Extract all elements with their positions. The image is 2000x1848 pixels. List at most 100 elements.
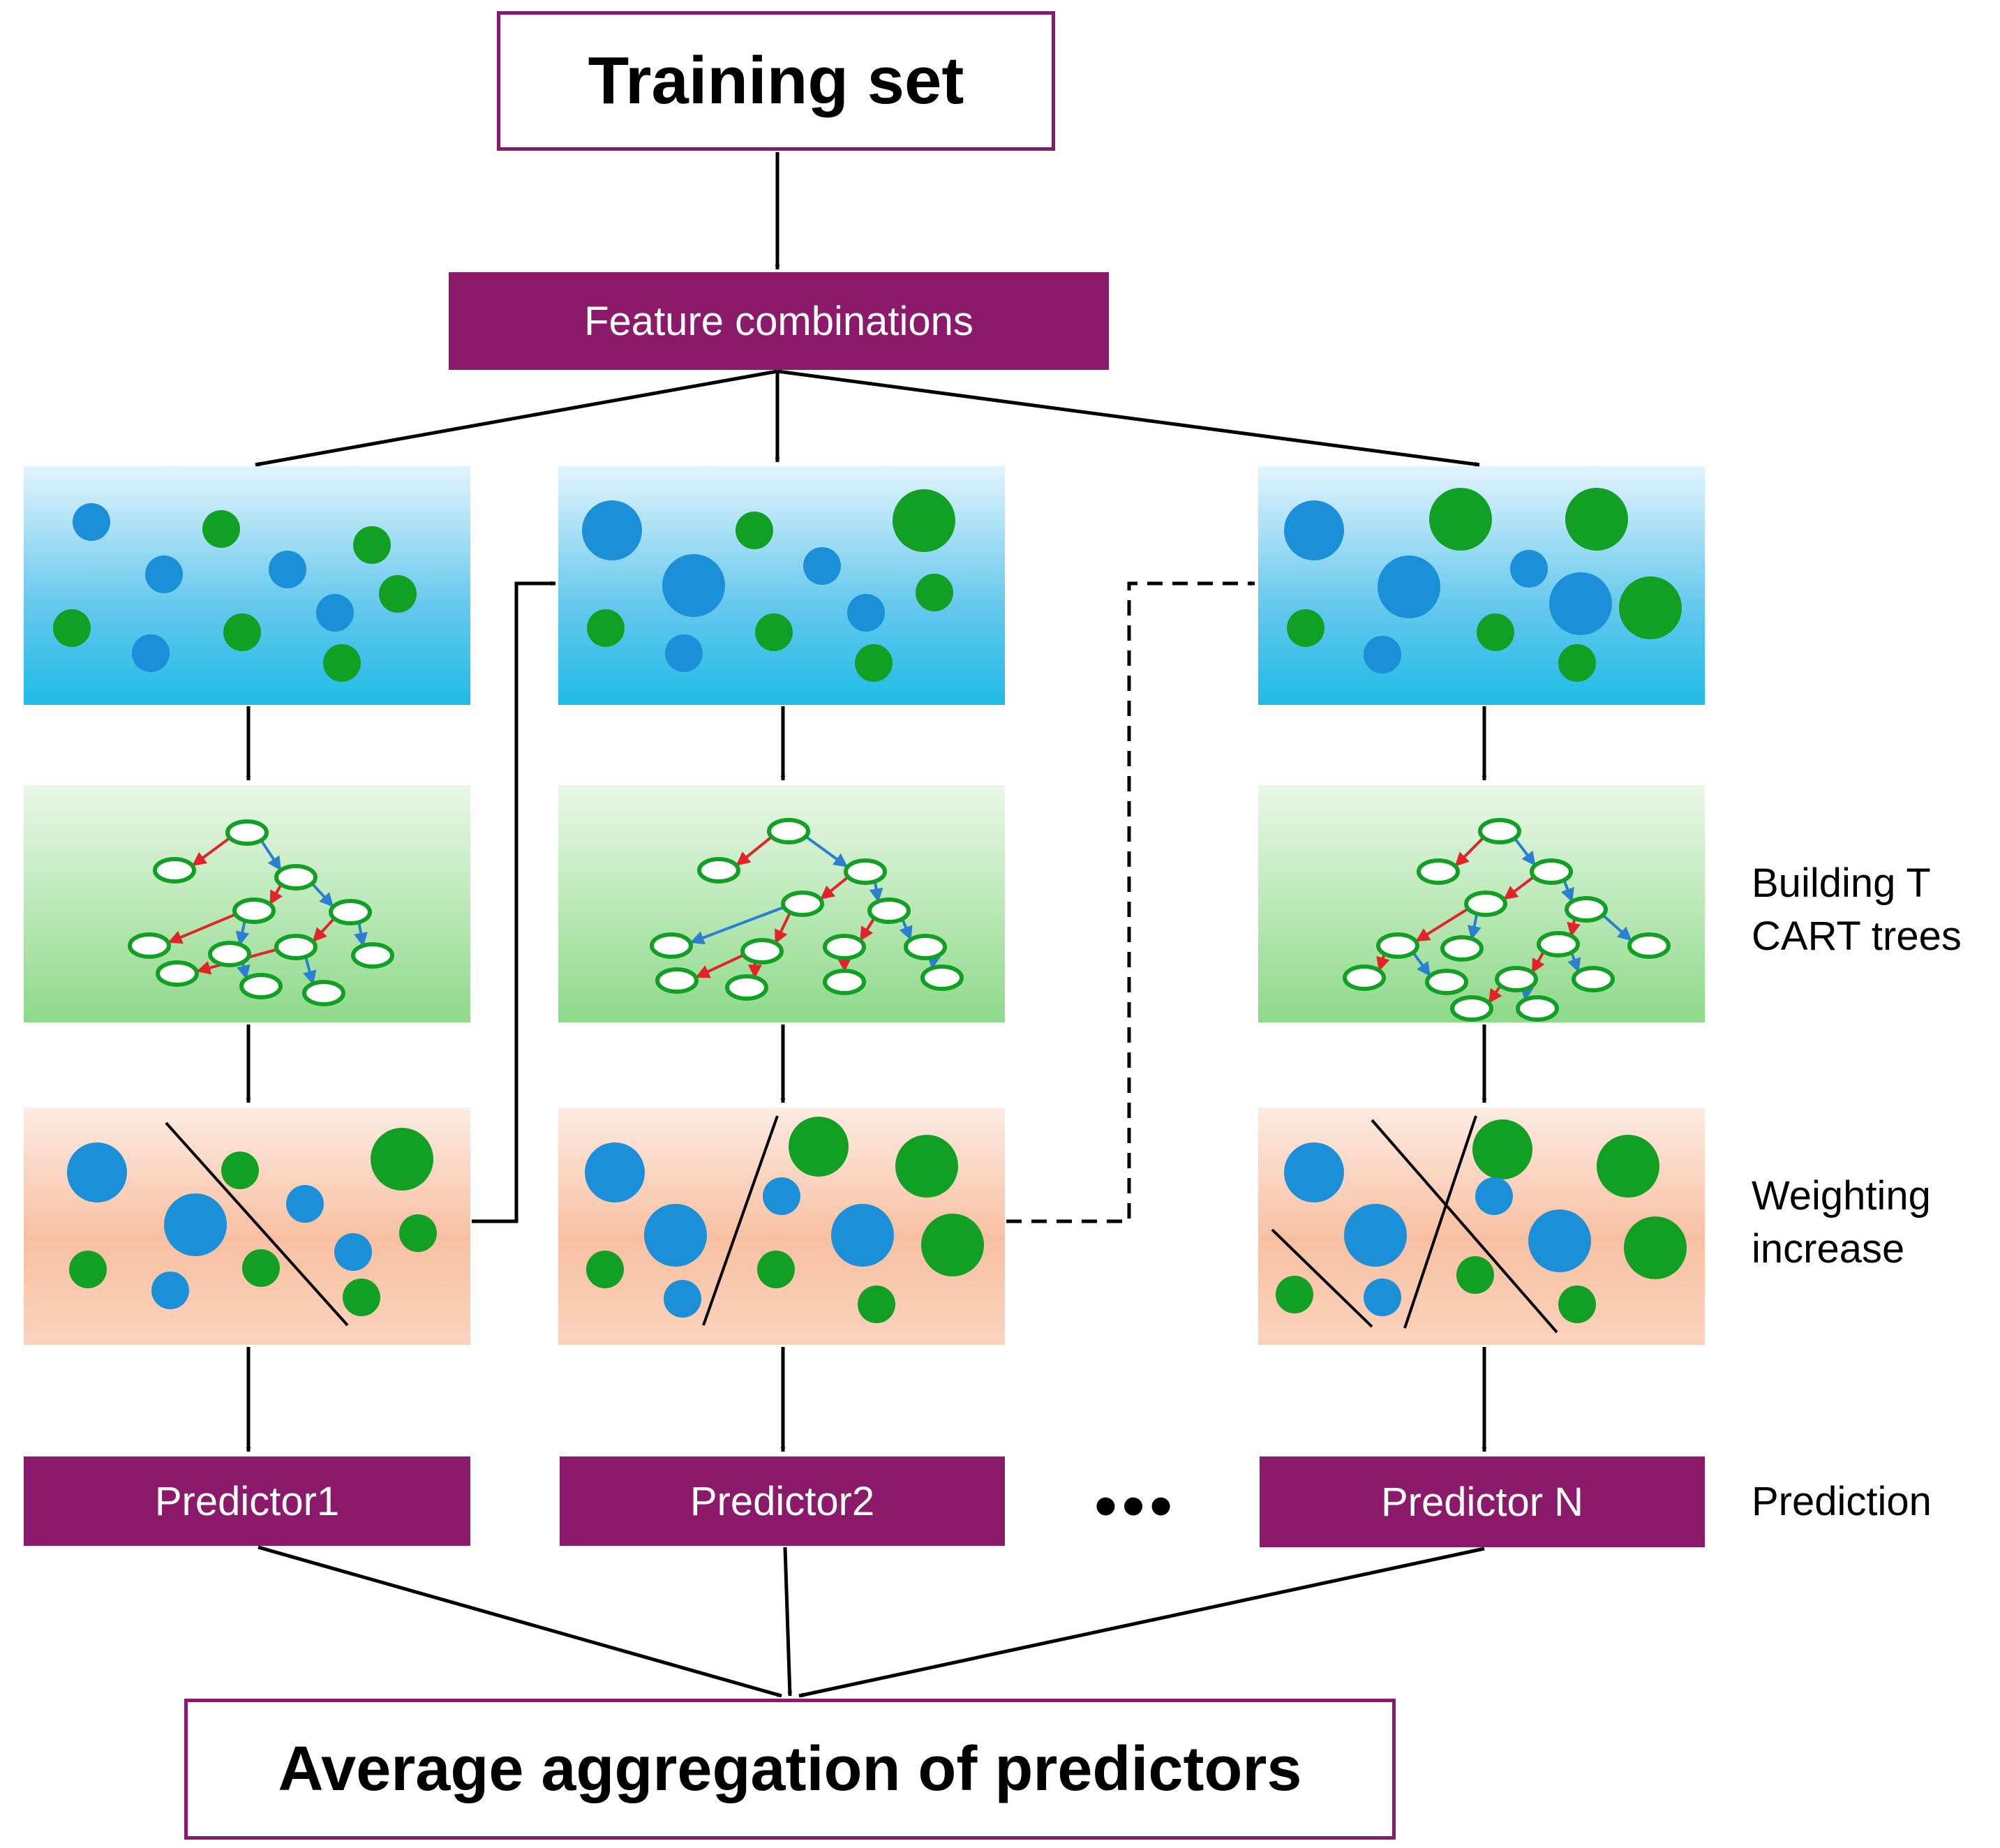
blue-sample-point (132, 634, 170, 672)
green-sample-point (858, 1286, 895, 1323)
green-sample-point (371, 1128, 433, 1191)
tree-node (655, 967, 699, 994)
tree-node (153, 857, 196, 884)
tree-node (1425, 969, 1468, 995)
green-sample-point (53, 609, 91, 647)
green-sample-point (916, 574, 953, 611)
tree-node (274, 934, 318, 960)
tree-edge (167, 912, 238, 944)
blue-sample-point (1364, 636, 1401, 673)
green-sample-point (1619, 576, 1682, 639)
blue-sample-point (334, 1233, 372, 1271)
decision-boundary (1371, 1119, 1558, 1334)
feature-combinations-box: Feature combinations (449, 272, 1109, 370)
feature-combinations-label: Feature combinations (584, 298, 973, 344)
blue-sample-point (151, 1272, 189, 1309)
tree-node (225, 819, 269, 846)
blue-sample-point (644, 1204, 707, 1267)
blue-sample-point (73, 503, 110, 541)
tree-node (1537, 931, 1580, 957)
arrow-features-to-col3 (777, 369, 1480, 467)
training-set-title: Training set (588, 43, 964, 118)
green-sample-point (755, 613, 793, 651)
blue-sample-point (831, 1204, 894, 1267)
predictor-2-label: Predictor2 (689, 1478, 875, 1524)
tree-edge (820, 874, 851, 900)
blue-sample-point (164, 1193, 227, 1256)
blue-sample-point (585, 1142, 645, 1202)
tree-edge (1567, 951, 1581, 973)
tree-node (697, 857, 740, 884)
green-sample-point (1477, 613, 1514, 651)
weighting-panel-1 (24, 1108, 470, 1345)
green-sample-point (399, 1214, 437, 1252)
blue-sample-point (269, 551, 306, 588)
predictor-n-label: Predictor N (1380, 1479, 1584, 1525)
tree-node (1376, 932, 1419, 959)
tree-edge (192, 835, 232, 867)
average-aggregation-title: Average aggregation of predictors (278, 1734, 1302, 1804)
tree-node (725, 974, 768, 1001)
arrow-predictor2-to-aggregation (783, 1547, 793, 1697)
arrow-predictorn-to-aggregation (798, 1547, 1485, 1698)
tree-edge (303, 955, 317, 985)
sample-panel-3 (1258, 466, 1705, 705)
tree-edge (1601, 913, 1632, 941)
blue-sample-point (145, 556, 183, 593)
tree-panel-3 (1258, 785, 1705, 1022)
tree-edge (736, 835, 774, 866)
tree-node (844, 858, 887, 885)
green-sample-point (343, 1279, 380, 1316)
blue-sample-point (582, 500, 642, 560)
green-sample-point (586, 1251, 624, 1288)
blue-sample-point (67, 1142, 127, 1202)
green-sample-point (789, 1117, 849, 1177)
tree-edge (1467, 911, 1482, 940)
blue-sample-point (316, 594, 354, 632)
tree-node (740, 938, 784, 964)
tree-edge (1454, 835, 1486, 867)
blue-sample-point (665, 634, 703, 672)
tree-panel-2 (558, 785, 1005, 1022)
blue-sample-point (763, 1177, 800, 1215)
green-sample-point (736, 512, 773, 549)
green-sample-point (587, 609, 625, 647)
tree-node (904, 934, 947, 960)
average-aggregation-box: Average aggregation of predictors (184, 1699, 1396, 1840)
green-sample-point (223, 613, 261, 651)
tree-node (1343, 964, 1386, 991)
green-sample-point (895, 1135, 958, 1198)
green-sample-point (921, 1214, 984, 1276)
sample-panel-1 (24, 466, 470, 705)
tree-edge (310, 881, 334, 907)
tree-edge (1531, 949, 1546, 974)
tree-node (920, 964, 964, 991)
tree-edge (1512, 836, 1536, 866)
tree-edge (1488, 983, 1502, 1004)
tree-node (274, 864, 318, 891)
green-sample-point (1456, 1256, 1494, 1294)
blue-sample-point (1284, 500, 1344, 560)
decision-boundary (1271, 1228, 1373, 1328)
arrow-weighting2-to-sample3 (1006, 581, 1255, 1223)
tree-node (156, 960, 199, 987)
tree-node (1565, 896, 1608, 923)
tree-edge (803, 834, 849, 868)
arrow-predictor1-to-aggregation (258, 1545, 782, 1698)
green-sample-point (202, 510, 240, 548)
decision-boundary (1403, 1115, 1477, 1329)
decision-boundary (702, 1115, 779, 1326)
green-sample-point (1287, 609, 1324, 647)
green-sample-point (855, 644, 893, 682)
tree-node (1440, 935, 1484, 962)
sample-panel-2 (558, 466, 1005, 705)
green-sample-point (1565, 488, 1628, 551)
weighting-panel-2 (558, 1108, 1005, 1345)
green-sample-point (379, 575, 417, 613)
row-label-weighting: Weighting increase (1752, 1173, 1931, 1272)
tree-edge (899, 917, 913, 941)
tree-node (232, 897, 276, 924)
green-sample-point (893, 489, 955, 552)
arrow-features-to-col1 (255, 369, 778, 467)
tree-node (867, 897, 911, 924)
